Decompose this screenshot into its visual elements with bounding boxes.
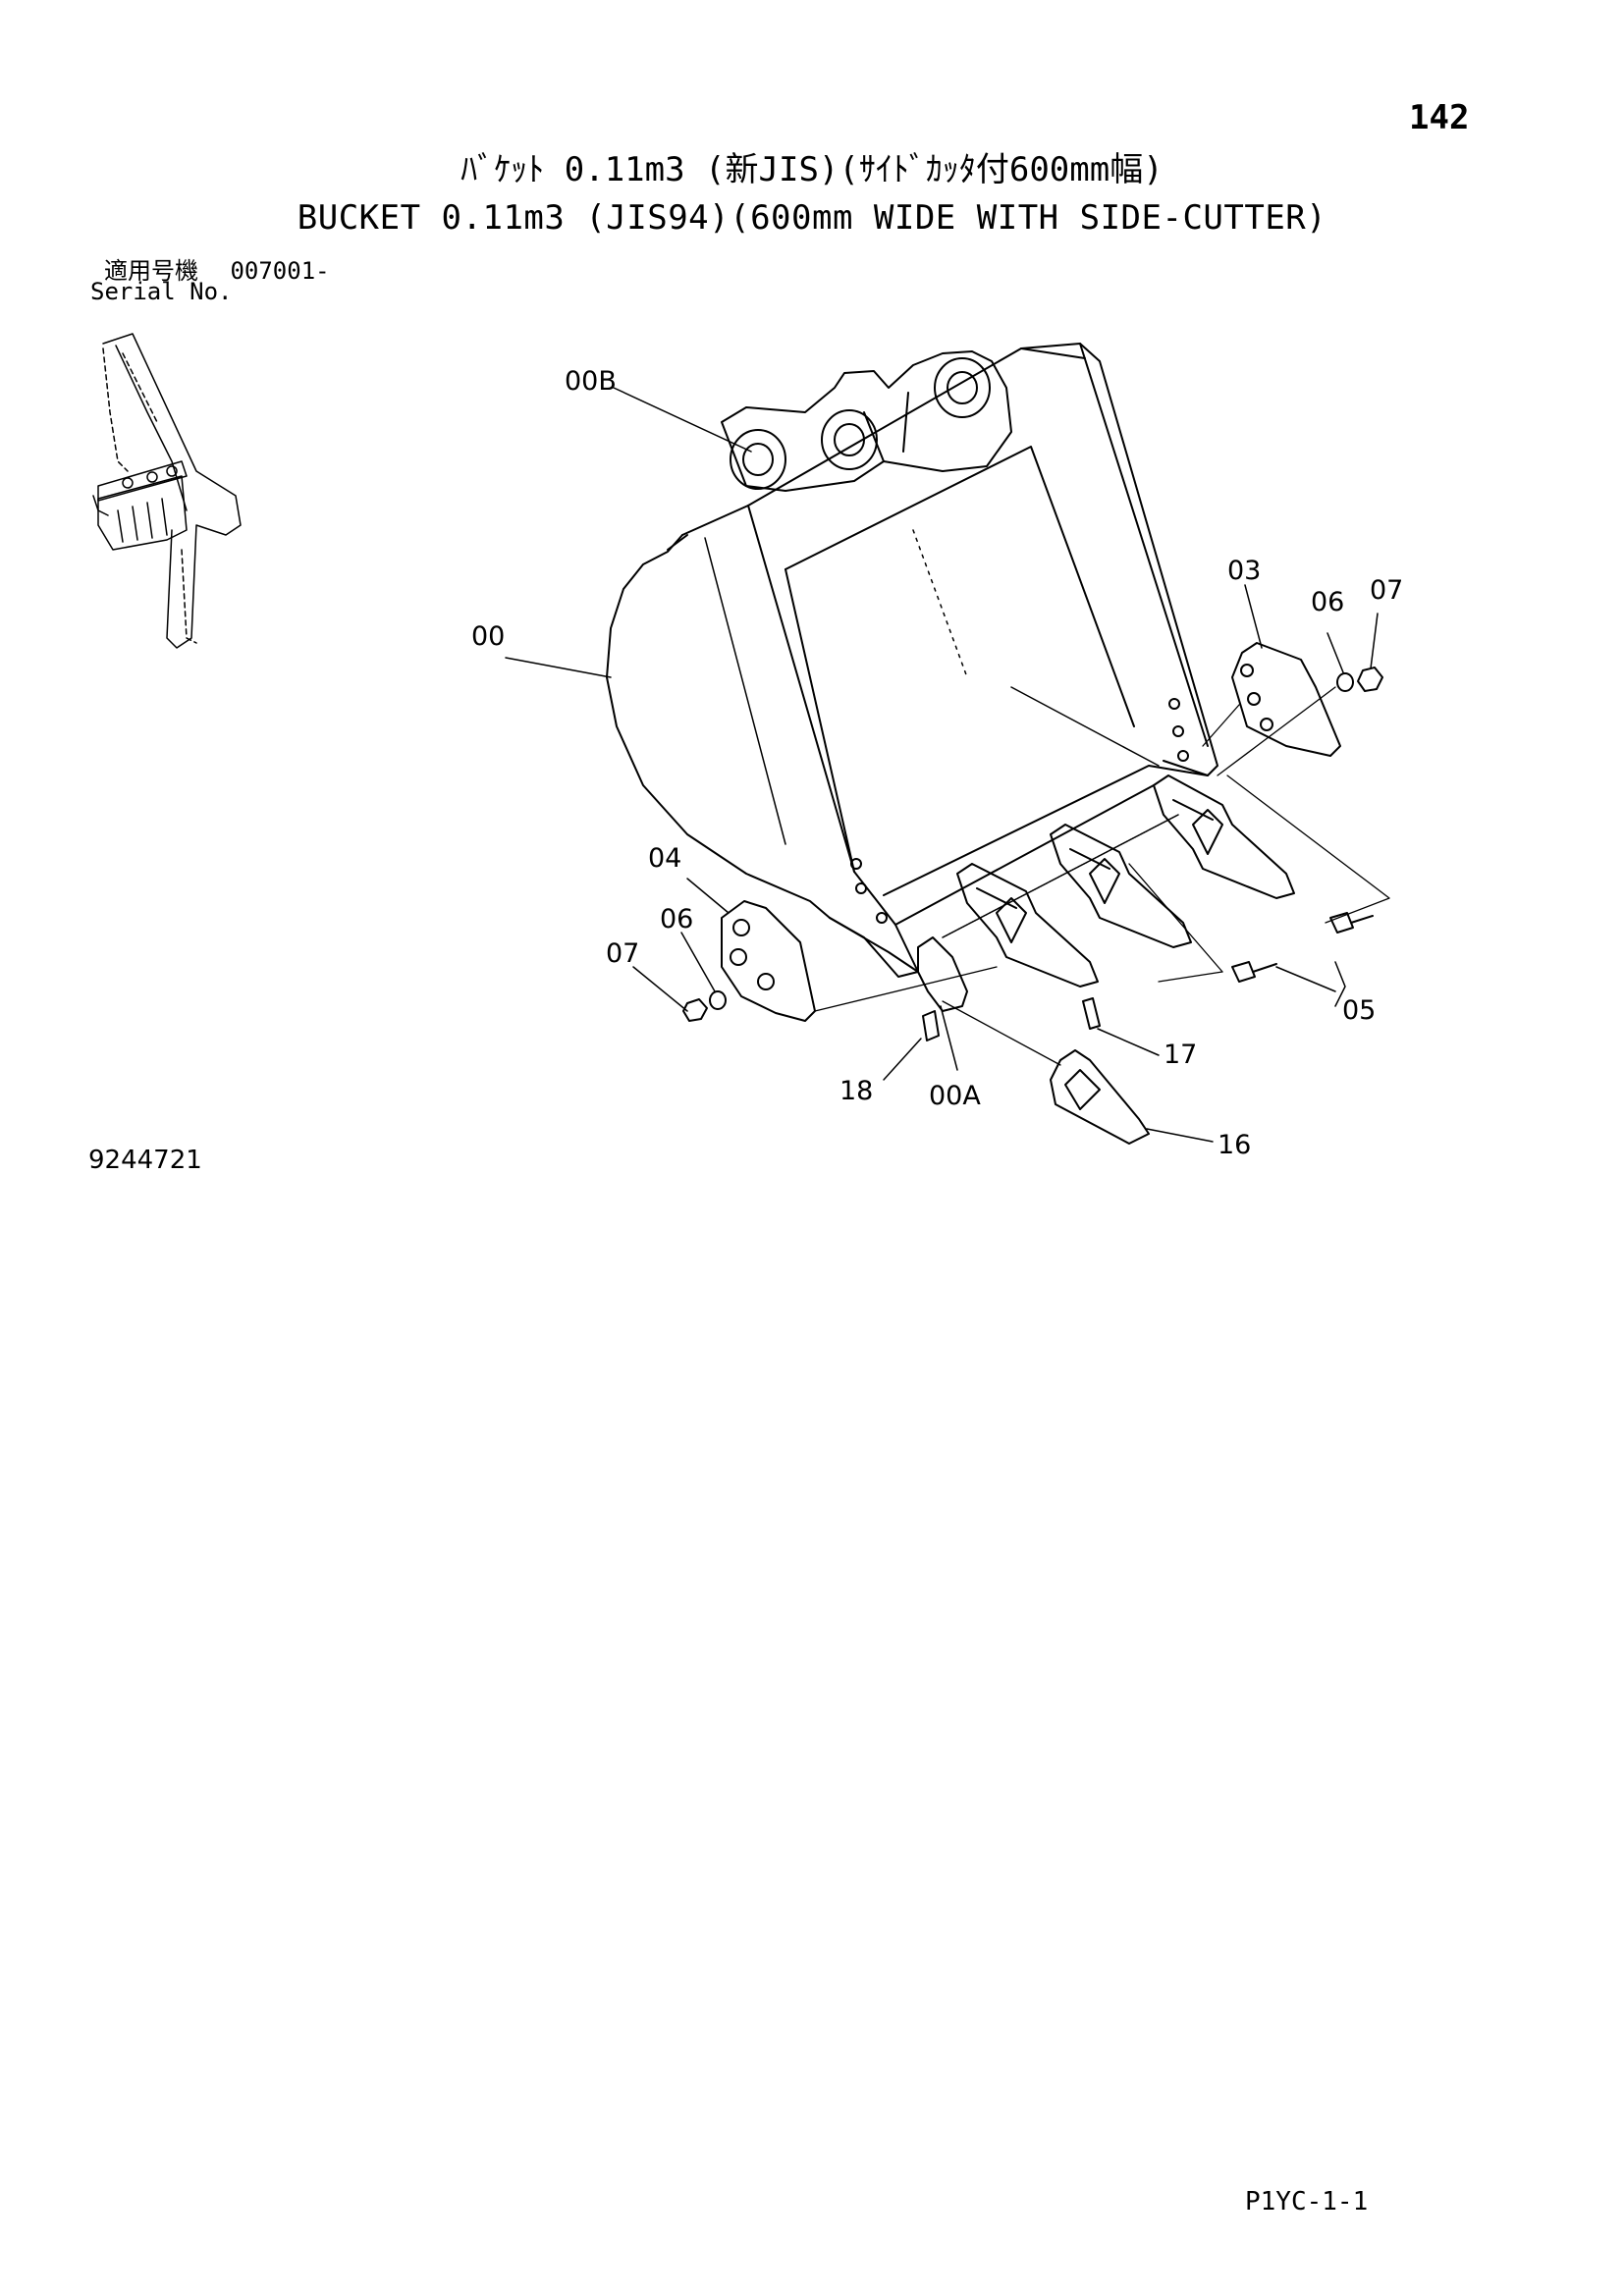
callout-00A: 00A (929, 1081, 981, 1111)
side-cutter-left (721, 900, 816, 1022)
machine-location-thumbnail (92, 333, 242, 649)
callout-00B: 00B (565, 366, 617, 397)
callout-03: 03 (1227, 556, 1261, 586)
footer-code: P1YC-1-1 (1245, 2187, 1369, 2216)
callout-05: 05 (1342, 995, 1376, 1026)
page-number: 142 (1409, 98, 1470, 137)
callout-04: 04 (648, 843, 681, 874)
washer-nut-left (682, 990, 727, 1022)
bolts (1231, 912, 1374, 983)
side-cutter-right (1231, 642, 1341, 757)
bucket-body (606, 343, 1218, 978)
callout-07-right: 07 (1370, 575, 1403, 606)
callout-06-right: 06 (1311, 587, 1344, 617)
callout-00: 00 (471, 621, 505, 652)
callout-labels: 00B 00 03 06 07 04 06 07 05 17 18 00A 16 (471, 366, 1403, 1160)
bucket-bracket-bosses (721, 350, 1012, 492)
tooth-lock (922, 1010, 940, 1041)
serial-value: 007001- (230, 257, 330, 285)
title-japanese: ﾊﾞｹｯﾄ 0.11m3 (新JIS)(ｻｲﾄﾞｶｯﾀ付600mm幅) (460, 150, 1164, 189)
washer-nut-right (1336, 667, 1383, 692)
assembly-guide-lines (814, 686, 1390, 1066)
tooth-pin (1082, 997, 1101, 1030)
callout-07-left: 07 (606, 938, 639, 969)
callout-16: 16 (1218, 1130, 1251, 1160)
callout-leader-lines (505, 387, 1379, 1143)
bucket-teeth (917, 774, 1295, 1012)
serial-label-jp: 適用号機 (104, 257, 198, 285)
serial-label-en: Serial No. (90, 278, 233, 305)
callout-17: 17 (1164, 1040, 1197, 1070)
callout-18: 18 (839, 1076, 873, 1106)
detached-tooth (1050, 1049, 1150, 1145)
drawing-number: 9244721 (88, 1146, 202, 1175)
serial-applicable-label: 適用号機 007001- (104, 251, 330, 286)
title-english: BUCKET 0.11m3 (JIS94)(600mm WIDE WITH SI… (297, 198, 1327, 238)
callout-06-left: 06 (660, 904, 693, 934)
